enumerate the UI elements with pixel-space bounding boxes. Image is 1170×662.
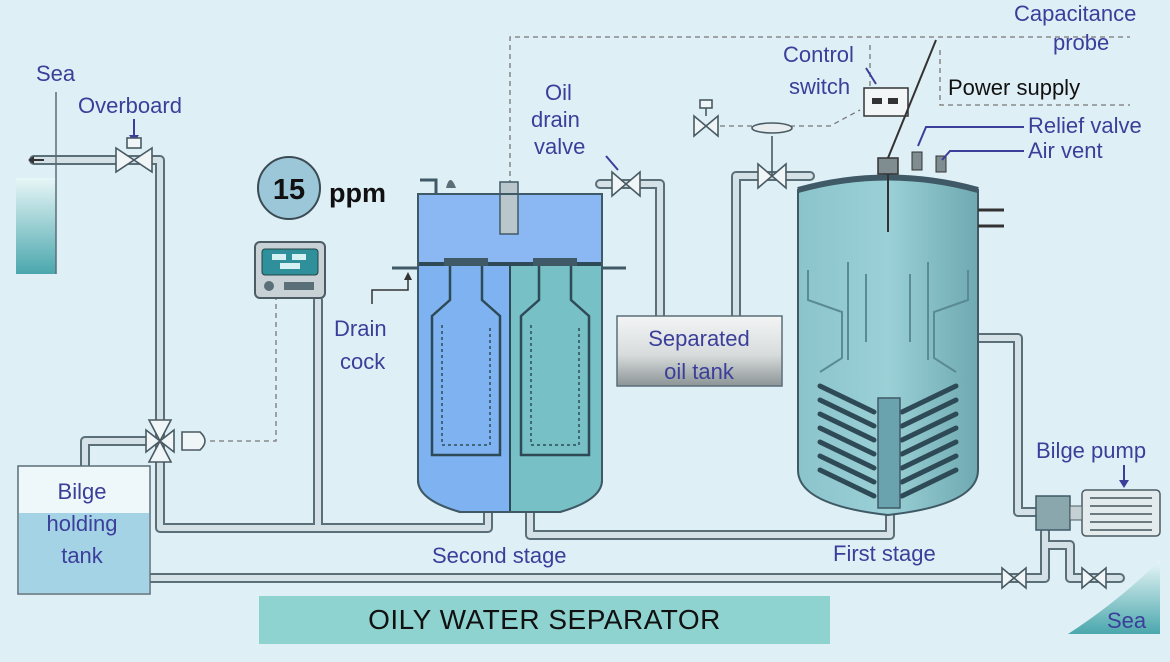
second-stage-vessel xyxy=(392,178,626,513)
control-label-line1: Control xyxy=(783,42,854,67)
svg-text:Bilge pump: Bilge pump xyxy=(1036,438,1146,463)
first-stage-oil-valve[interactable] xyxy=(751,122,793,190)
separated-oil-tank: Separated oil tank xyxy=(616,315,783,387)
arrow-down-icon xyxy=(1119,480,1129,488)
control-label-line2: switch xyxy=(789,74,850,99)
suction-valve[interactable] xyxy=(1001,566,1027,590)
svg-text:Bilge: Bilge xyxy=(58,479,107,504)
power-supply-label: Power supply xyxy=(948,75,1080,100)
sea-water-column xyxy=(16,178,56,274)
sea-bottom-label: Sea xyxy=(1107,608,1147,633)
sea-top-label: Sea xyxy=(36,61,76,86)
ppm-unit: ppm xyxy=(329,178,386,208)
svg-text:oil tank: oil tank xyxy=(664,359,735,384)
capacitance-label-line2: probe xyxy=(1053,30,1109,55)
relief-valve-label: Relief valve xyxy=(1028,113,1142,138)
oil-drain-valve-label: Oil drain valve xyxy=(531,80,619,171)
diagram-title: OILY WATER SEPARATOR xyxy=(259,596,830,644)
overboard-label: Overboard xyxy=(78,93,182,118)
control-switch-box[interactable] xyxy=(863,39,937,159)
discharge-valve[interactable] xyxy=(1081,566,1107,590)
bilge-holding-tank: Bilge holding tank xyxy=(17,465,151,595)
oil-drain-valve[interactable] xyxy=(611,170,641,198)
svg-text:drain: drain xyxy=(531,107,580,132)
svg-text:valve: valve xyxy=(534,134,585,159)
oil-content-monitor xyxy=(254,241,326,299)
drain-cock-label-line2: cock xyxy=(340,349,386,374)
bilge-pump[interactable] xyxy=(1035,489,1161,537)
control-dashed-lines xyxy=(210,36,1130,442)
svg-text:tank: tank xyxy=(61,543,104,568)
svg-text:holding: holding xyxy=(47,511,118,536)
sea-outlet-bottom: Sea xyxy=(1068,560,1160,634)
drain-cock-callout: Drain cock xyxy=(334,272,412,374)
svg-text:Separated: Separated xyxy=(648,326,750,351)
overboard-valve[interactable] xyxy=(115,137,153,174)
sea-outlet-top: Sea Overboard xyxy=(16,61,182,274)
svg-text:Oil: Oil xyxy=(545,80,572,105)
air-vent-label: Air vent xyxy=(1028,138,1103,163)
solenoid-valve[interactable] xyxy=(693,99,719,138)
second-stage-label: Second stage xyxy=(432,543,567,568)
three-way-valve[interactable] xyxy=(145,419,206,463)
drain-cock-label-line1: Drain xyxy=(334,316,387,341)
coalescer-plates xyxy=(817,383,959,499)
arrow-left-icon xyxy=(28,156,34,164)
ppm-value: 15 xyxy=(273,174,305,206)
first-stage-labels: Control switch Capacitance probe Power s… xyxy=(783,1,1142,163)
bilge-pump-label: Bilge pump xyxy=(1036,438,1146,488)
capacitance-label-line1: Capacitance xyxy=(1014,1,1136,26)
first-stage-label: First stage xyxy=(833,541,936,566)
first-stage-vessel xyxy=(797,151,1004,517)
ppm-display: 15 ppm xyxy=(257,156,386,220)
